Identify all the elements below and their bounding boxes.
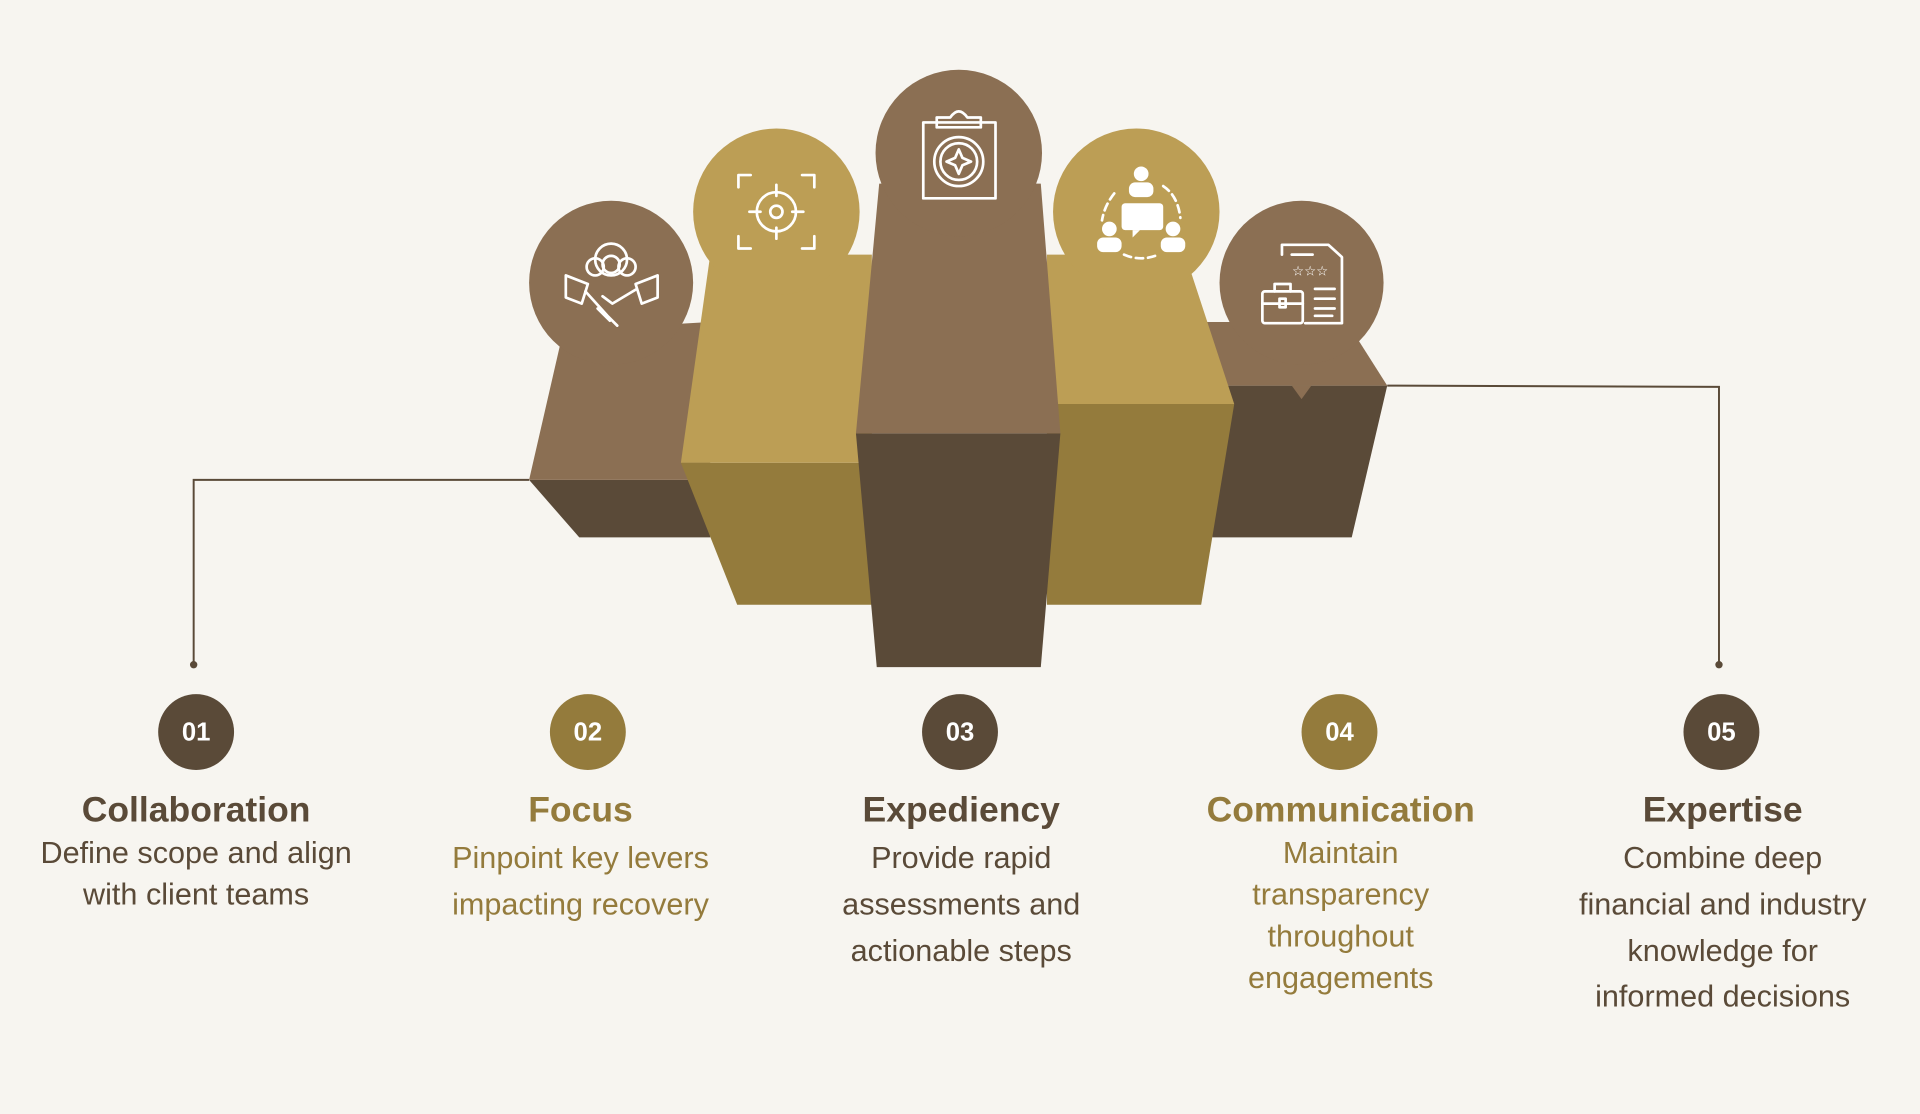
pillar-1 xyxy=(529,200,711,538)
step-desc-line: actionable steps xyxy=(851,934,1072,968)
team-chat-icon xyxy=(1097,166,1186,260)
step-desc-line: Pinpoint key levers xyxy=(452,841,709,875)
step-3: 03 Expediency Provide rapid assessments … xyxy=(842,694,1080,968)
step-number: 03 xyxy=(946,719,975,747)
step-title: Collaboration xyxy=(82,789,311,829)
step-number-badge xyxy=(549,694,626,771)
step-number: 05 xyxy=(1707,719,1736,747)
target-icon xyxy=(737,173,816,250)
pillar-3 xyxy=(855,69,1061,668)
svg-text:☆☆☆: ☆☆☆ xyxy=(1292,263,1328,278)
clipboard-compass-icon xyxy=(921,110,997,200)
step-2: 02 Focus Pinpoint key levers impacting r… xyxy=(452,694,710,921)
step-desc-line: financial and industry xyxy=(1579,887,1867,921)
step-desc-line: transparency xyxy=(1252,878,1430,912)
step-desc-line: impacting recovery xyxy=(452,887,709,921)
step-desc-line: Combine deep xyxy=(1623,841,1822,875)
connector-dot-left xyxy=(189,661,198,669)
step-number-badge xyxy=(1301,694,1378,771)
handshake-team-icon xyxy=(564,242,659,327)
step-desc-line: throughout xyxy=(1268,919,1415,953)
step-title: Expertise xyxy=(1643,789,1803,829)
step-desc-line: informed decisions xyxy=(1595,979,1850,1013)
step-number: 01 xyxy=(182,719,211,747)
step-desc-line: engagements xyxy=(1248,961,1433,995)
connector-left xyxy=(192,478,530,665)
connector-right xyxy=(1387,384,1720,665)
connector-dot-right xyxy=(1715,661,1723,669)
step-1: 01 Collaboration Define scope and align … xyxy=(40,694,352,912)
step-4: 04 Communication Maintain transparency t… xyxy=(1207,694,1475,995)
step-number-badge xyxy=(1683,694,1760,771)
step-number: 04 xyxy=(1325,719,1354,747)
step-desc-line: knowledge for xyxy=(1627,934,1817,968)
step-title: Focus xyxy=(528,789,633,829)
step-desc-line: with client teams xyxy=(82,878,309,912)
step-desc-line: Define scope and align xyxy=(40,836,351,870)
step-5: 05 Expertise Combine deep financial and … xyxy=(1579,694,1867,1013)
briefcase-review-icon: ☆☆☆ xyxy=(1261,243,1344,325)
step-number-badge xyxy=(922,694,998,771)
step-title: Communication xyxy=(1207,789,1475,829)
step-title: Expediency xyxy=(863,789,1061,829)
step-desc-line: assessments and xyxy=(842,887,1080,921)
step-desc-line: Maintain xyxy=(1283,836,1399,870)
pillar-2 xyxy=(680,128,872,605)
step-number-badge xyxy=(158,694,235,771)
step-number: 02 xyxy=(574,719,603,747)
pillar-4 xyxy=(1046,128,1235,605)
step-desc-line: Provide rapid xyxy=(871,841,1051,875)
pillar-5 xyxy=(1206,200,1388,538)
